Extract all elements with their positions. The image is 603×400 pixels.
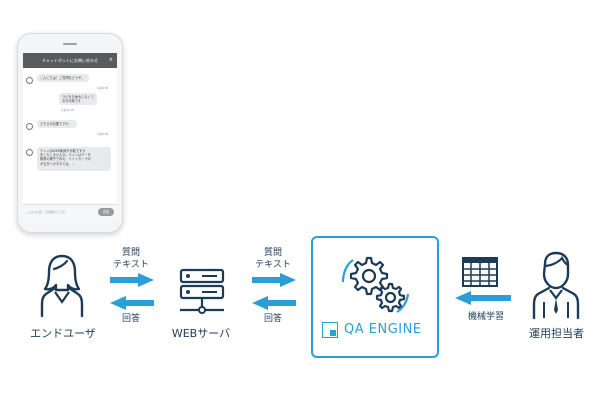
end-user-icon [40,254,84,318]
gears-icon [341,256,410,313]
close-icon[interactable]: × [108,57,113,63]
bot-avatar-icon [26,123,33,130]
chat-title: チャットボットにお問い合わせ [42,58,98,63]
chat-input-bar: こんにちは！ご質問をどうぞ。 送信 [23,204,117,219]
flow-label-answer: 回答 [263,314,282,324]
chat-screen: チャットボットにお問い合わせ × こんにちは！ご質問をどうぞ。 午前9:58 ラ… [23,53,117,219]
arrow-right-icon [252,273,296,287]
flow-label-question: 質問 テキスト [255,248,291,270]
arrow-left-icon [110,296,154,310]
message-time: 午前9:58 [97,87,109,90]
qa-engine-label: QA ENGINE [344,322,422,337]
chat-header: チャットボットにお問い合わせ × [23,53,117,68]
server-icon [179,268,225,314]
arrow-left-icon [455,291,511,305]
flow-label-machine-learning: 機械学習 [467,312,504,322]
chat-message: こんにちは！ご質問をどうぞ。 [37,74,89,83]
bot-avatar-icon [26,149,33,156]
flow-label-question: 質問 テキスト [113,248,149,270]
operator-label: 運用担当者 [529,327,584,340]
smartphone-mockup: チャットボットにお問い合わせ × こんにちは！ご質問をどうぞ。 午前9:58 ラ… [17,33,123,233]
chat-input[interactable]: こんにちは！ご質問をどうぞ。 [26,210,69,214]
chat-message: ティンはWEB使用不可能ですか をしたしませんか。ティンはデータ 取得の様子でみ… [37,147,111,171]
operator-icon [532,251,580,320]
arrow-left-icon [252,296,296,310]
bot-avatar-icon [26,77,33,84]
table-icon [462,257,498,287]
flow-label-answer: 回答 [121,314,140,324]
qa-engine-logo-icon [322,322,338,338]
message-time: 午前9:58 [97,133,109,136]
send-button[interactable]: 送信 [98,208,114,216]
end-user-label: エンドユーザ [30,327,96,340]
message-time: 午前11:58 [61,109,74,112]
qa-engine-box: QA ENGINE [311,236,439,358]
chat-message: どちらが必要ですか [37,120,77,129]
chat-message: ラピをお休みしなくて おきの案です [59,93,97,106]
arrow-right-icon [110,273,154,287]
web-server-label: WEBサーバ [171,327,231,340]
phone-speaker [63,43,77,45]
